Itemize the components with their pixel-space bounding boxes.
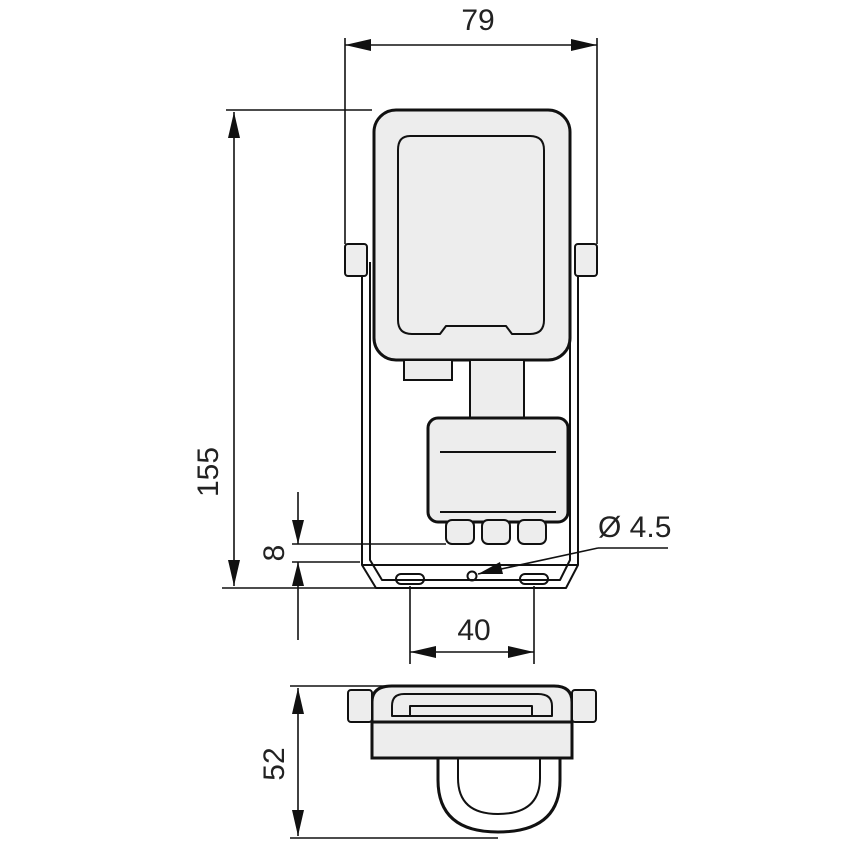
side-lens-slot — [409, 705, 533, 717]
lamp-lens — [397, 135, 545, 335]
cable-neck — [469, 359, 525, 423]
side-knob-right — [571, 689, 597, 723]
front-view — [344, 108, 598, 589]
bracket-loop-inner — [457, 756, 541, 815]
cable-gland-2 — [481, 519, 511, 545]
mounting-slot-right — [519, 573, 549, 585]
right-pivot-knob — [574, 243, 598, 277]
cable-gland-1 — [445, 519, 475, 545]
mounting-bracket — [361, 248, 579, 589]
mounting-slot-left — [395, 573, 425, 585]
side-knob-left — [347, 689, 373, 723]
height-label: 155 — [192, 447, 225, 497]
dimension-depth: 52 — [258, 685, 498, 839]
left-pivot-knob — [344, 243, 368, 277]
hole-diameter-label: Ø 4.5 — [598, 511, 671, 544]
side-lens-edge — [391, 693, 553, 717]
side-body — [370, 720, 574, 760]
housing-tab — [403, 359, 453, 381]
cable-gland-3 — [517, 519, 547, 545]
dimension-hole-spacing: 40 — [409, 586, 535, 664]
driver-box — [426, 416, 570, 524]
side-view — [347, 684, 597, 834]
hole-spacing-label: 40 — [457, 614, 490, 647]
dimension-hole-diameter: Ø 4.5 — [477, 511, 671, 575]
dimension-mount-offset: 8 — [258, 492, 446, 640]
dimension-height: 155 — [192, 109, 376, 589]
mounting-hole — [466, 570, 478, 582]
width-label: 79 — [461, 4, 494, 37]
bracket-loop — [436, 756, 562, 834]
mount-offset-label: 8 — [258, 545, 291, 562]
depth-label: 52 — [258, 747, 291, 780]
dimension-width: 79 — [344, 4, 598, 244]
